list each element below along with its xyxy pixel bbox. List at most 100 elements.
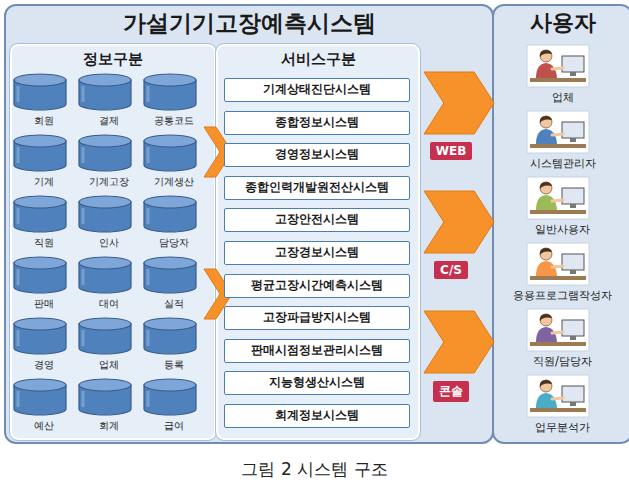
group-panel: 서비스구분기계상태진단시스템종합정보시스템경영정보시스템종합인력개발원전산시스템… [216,44,420,440]
database-node: 결제 [73,72,145,130]
service-box: 고장파급방지시스템 [224,306,410,330]
database-cylinder [142,72,198,112]
database-cylinder [12,72,68,112]
database-label: 회계 [73,419,145,433]
database-node: 예산 [8,377,80,435]
service-label: 종합정보시스템 [225,112,409,133]
database-label: 결제 [73,114,145,128]
database-node: 실적 [138,255,210,313]
database-label: 직원 [8,236,80,250]
user-node: 업체 [496,44,629,106]
database-node: 대여 [73,255,145,313]
database-label: 회원 [8,114,80,128]
user-node: 시스템관리자 [496,110,629,172]
database-node: 기계고장 [73,133,145,191]
channel-label: WEB [430,142,473,160]
user-node: 응용프로그램작성자 [496,242,629,304]
user-label: 시스템관리자 [496,156,629,171]
database-cylinder [12,255,68,295]
service-label: 기계상태진단시스템 [225,79,409,100]
service-label: 회계정보시스템 [225,405,409,426]
user-node: 업무분석가 [496,374,629,436]
database-label: 인사 [73,236,145,250]
service-box: 종합인력개발원전산시스템 [224,176,410,200]
system-panel: 사용자업체시스템관리자일반사용자응용프로그램작성자직원/담당자업무분석가 [492,4,629,444]
service-box: 회계정보시스템 [224,404,410,428]
service-box: 종합정보시스템 [224,111,410,135]
service-label: 고장파급방지시스템 [225,307,409,328]
chevron-arrow [424,191,494,253]
database-cylinder [77,255,133,295]
database-cylinder [142,194,198,234]
user-icon [526,110,590,154]
user-node: 직원/담당자 [496,308,629,370]
user-label: 응용프로그램작성자 [496,288,629,303]
database-cylinder [77,72,133,112]
service-label: 종합인력개발원전산시스템 [225,177,409,198]
database-label: 판매 [8,297,80,311]
database-node: 회계 [73,377,145,435]
chevron-arrow [424,311,494,373]
database-cylinder [77,194,133,234]
database-cylinder [142,255,198,295]
channel-label: C/S [434,261,468,279]
group-panel: 정보구분회원결제공통코드기계기계고장기계생산직원인사담당자판매대여실적경영업체등… [10,44,216,440]
user-icon [526,176,590,220]
user-icon [526,308,590,352]
user-icon [526,44,590,88]
service-box: 고장경보시스템 [224,241,410,265]
group-heading: 서비스구분 [216,50,420,69]
user-node: 일반사용자 [496,176,629,238]
database-cylinder [12,133,68,173]
database-label: 실적 [138,297,210,311]
user-label: 업체 [496,90,629,105]
database-cylinder [77,133,133,173]
database-cylinder [12,316,68,356]
database-label: 경영 [8,358,80,372]
service-label: 판매시점정보관리시스템 [225,340,409,361]
service-box: 지능형생산시스템 [224,371,410,395]
service-box: 기계상태진단시스템 [224,78,410,102]
database-node: 업체 [73,316,145,374]
database-node: 회원 [8,72,80,130]
database-node: 공통코드 [138,72,210,130]
database-node: 급여 [138,377,210,435]
service-box: 평균고장시간예측시스템 [224,274,410,298]
database-cylinder [12,377,68,417]
database-cylinder [142,316,198,356]
database-label: 담당자 [138,236,210,250]
database-label: 대여 [73,297,145,311]
service-box: 고장안전시스템 [224,208,410,232]
user-icon [526,242,590,286]
panel-title: 가설기기고장예측시스템 [4,8,494,39]
database-label: 공통코드 [138,114,210,128]
database-node: 기계생산 [138,133,210,191]
user-label: 직원/담당자 [496,354,629,369]
service-label: 고장경보시스템 [225,242,409,263]
panel-title: 사용자 [492,8,629,38]
service-label: 경영정보시스템 [225,144,409,165]
user-icon [526,374,590,418]
database-label: 급여 [138,419,210,433]
database-node: 등록 [138,316,210,374]
database-node: 담당자 [138,194,210,252]
system-panel: 가설기기고장예측시스템정보구분회원결제공통코드기계기계고장기계생산직원인사담당자… [4,4,494,444]
database-node: 판매 [8,255,80,313]
database-node: 직원 [8,194,80,252]
database-node: 기계 [8,133,80,191]
database-cylinder [142,377,198,417]
database-cylinder [12,194,68,234]
database-cylinder [142,133,198,173]
service-box: 경영정보시스템 [224,143,410,167]
channel-label: 콘솔 [433,381,469,402]
service-label: 평균고장시간예측시스템 [225,275,409,296]
database-label: 등록 [138,358,210,372]
database-label: 기계고장 [73,175,145,189]
database-label: 기계생산 [138,175,210,189]
service-box: 판매시점정보관리시스템 [224,339,410,363]
database-label: 예산 [8,419,80,433]
database-node: 인사 [73,194,145,252]
database-label: 업체 [73,358,145,372]
database-label: 기계 [8,175,80,189]
